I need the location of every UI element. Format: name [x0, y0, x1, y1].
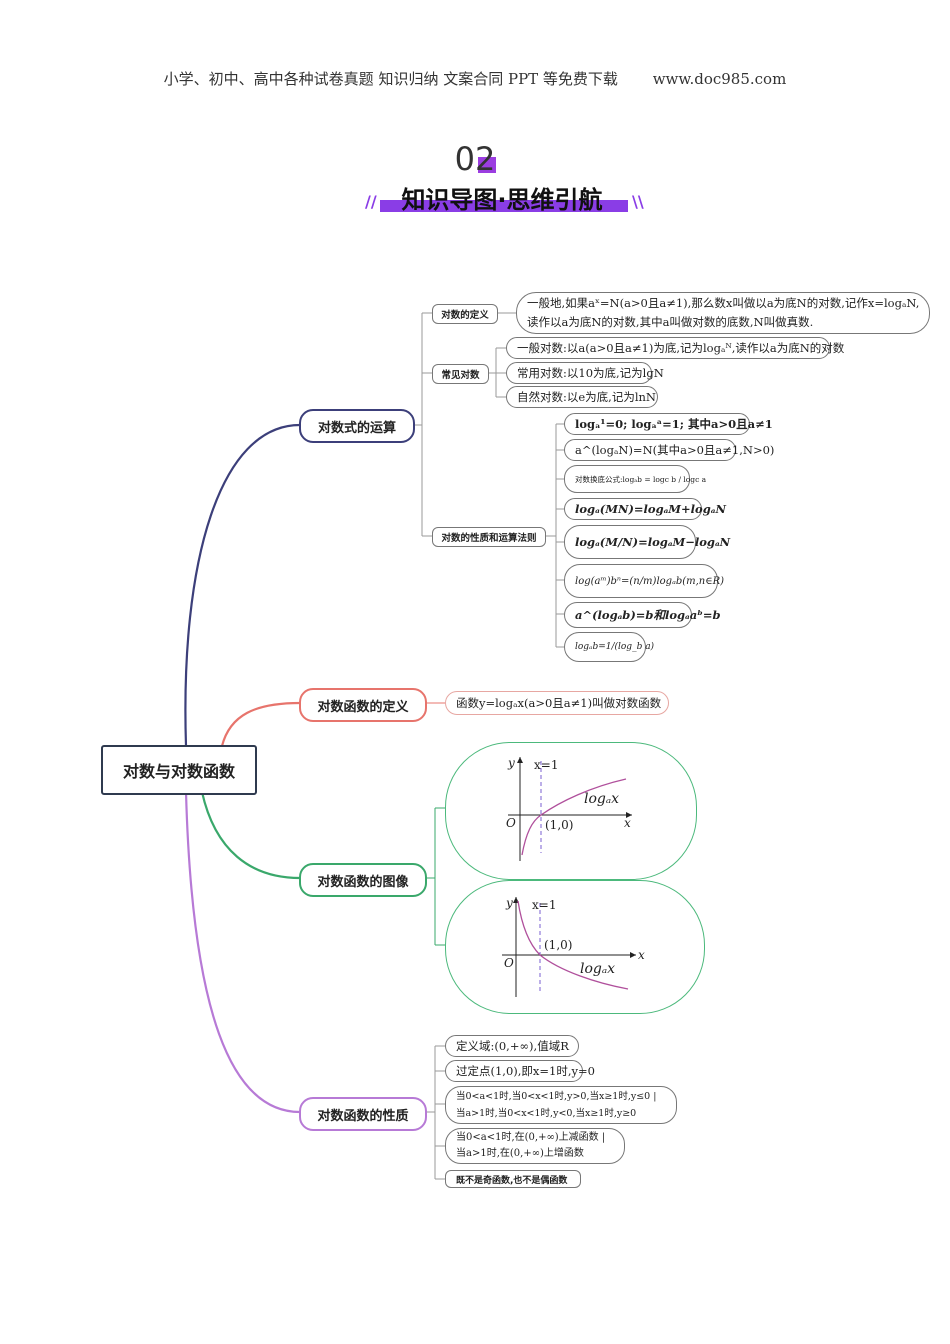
- header-url: www.doc985.com: [652, 70, 787, 88]
- curve-label: logₐx: [580, 961, 615, 977]
- y-label: y: [505, 896, 513, 910]
- curve-log-increasing: [521, 778, 627, 856]
- root-node: 对数与对数函数: [101, 745, 257, 795]
- graph-box-decreasing: y x=1 O (1,0) x logₐx: [445, 880, 705, 1014]
- sub-log-definition: 对数的定义: [432, 304, 498, 324]
- leaf-sign-cases: 当0<a<1时,当0<x<1时,y>0,当x≥1时,y≤0 | 当a>1时,当0…: [445, 1086, 677, 1124]
- curve-log-decreasing: [517, 900, 629, 990]
- leaf-natural-log: 自然对数:以e为底,记为lnN: [506, 386, 658, 408]
- leaf-definition-line1: 一般地,如果aˣ=N(a>0且a≠1),那么数x叫做以a为底N的对数,记作x=l…: [527, 296, 920, 310]
- leaf-rule-3: 对数换底公式:logₐb = logc b / logc a: [564, 465, 706, 493]
- branch-definition: 对数函数的定义: [299, 688, 427, 722]
- connector-root-props: [184, 791, 301, 1114]
- graph-increasing: y x=1 O (1,0) x logₐx: [506, 756, 632, 861]
- props-subtree-lines: [425, 1045, 445, 1180]
- leaf-rule-2: a^(logₐN)=N(其中a>0且a≠1,N>0): [564, 439, 774, 461]
- leaf-domain-range: 定义域:(0,+∞),值域R: [445, 1035, 579, 1057]
- title-slash-left: //: [365, 192, 377, 211]
- title-slash-right: \\: [632, 192, 644, 211]
- x-label: x: [638, 948, 645, 962]
- connector-root-ops: [184, 423, 301, 747]
- leaf-definition: 一般地,如果aˣ=N(a>0且a≠1),那么数x叫做以a为底N的对数,记作x=l…: [516, 292, 930, 334]
- sub-log-rules: 对数的性质和运算法则: [432, 527, 546, 547]
- curve-label: logₐx: [584, 791, 619, 807]
- sub-common-logs: 常见对数: [432, 364, 489, 384]
- leaf-rule-8: logₐb=1/(log_b a): [564, 632, 654, 662]
- x-label: x: [624, 816, 631, 830]
- line-label: x=1: [532, 898, 556, 912]
- leaf-rule-6: log(aᵐ)bⁿ=(n/m)logₐb(m,n∈R): [564, 564, 724, 598]
- section-number-accent: [478, 157, 496, 173]
- origin-label: O: [504, 956, 514, 970]
- header-text: 小学、初中、高中各种试卷真题 知识归纳 文案合同 PPT 等免费下载: [163, 70, 618, 88]
- leaf-general-log: 一般对数:以a(a>0且a≠1)为底,记为logₐᴺ,读作以a为底N的对数: [506, 337, 844, 359]
- leaf-rule-7: a^(logₐb)=b和logₐaᵇ=b: [564, 602, 721, 628]
- title-highlight-bar: [380, 200, 628, 212]
- y-label: y: [507, 756, 515, 770]
- leaf-definition-line2: 读作以a为底N的对数,其中a叫做对数的底数,N叫做真数.: [527, 315, 814, 329]
- origin-label: O: [506, 816, 516, 830]
- line-label: x=1: [534, 758, 558, 772]
- leaf-sign-cases-text: 当0<a<1时,当0<x<1时,y>0,当x≥1时,y≤0 | 当a>1时,当0…: [456, 1091, 657, 1119]
- point-label: (1,0): [544, 938, 572, 952]
- branch-properties: 对数函数的性质: [299, 1097, 427, 1131]
- point-label: (1,0): [545, 818, 573, 832]
- branch-operations: 对数式的运算: [299, 409, 415, 443]
- leaf-monotonicity-text: 当0<a<1时,在(0,+∞)上减函数 | 当a>1时,在(0,+∞)上增函数: [456, 1132, 606, 1159]
- graph-box-increasing: y x=1 O (1,0) x logₐx: [445, 742, 697, 880]
- section-number: 02: [454, 140, 496, 178]
- leaf-monotonicity: 当0<a<1时,在(0,+∞)上减函数 | 当a>1时,在(0,+∞)上增函数: [445, 1128, 625, 1164]
- connector-root-def: [220, 701, 301, 747]
- leaf-fixed-point: 过定点(1,0),即x=1时,y=0: [445, 1060, 595, 1082]
- section-title: 知识导图·思维引航: [401, 186, 603, 214]
- leaf-rule-1: logₐ¹=0; logₐᵃ=1; 其中a>0且a≠1: [564, 413, 773, 435]
- graph-subtree-lines: [425, 807, 445, 946]
- graph-decreasing: y x=1 O (1,0) x logₐx: [502, 896, 645, 997]
- page-header: 小学、初中、高中各种试卷真题 知识归纳 文案合同 PPT 等免费下载 www.d…: [0, 68, 950, 89]
- leaf-rule-4: logₐ(MN)=logₐM+logₐN: [564, 498, 726, 520]
- leaf-common-log: 常用对数:以10为底,记为lgN: [506, 362, 664, 384]
- leaf-parity: 既不是奇函数,也不是偶函数: [445, 1170, 581, 1188]
- branch-graph: 对数函数的图像: [299, 863, 427, 897]
- connector-root-graph: [200, 791, 301, 880]
- leaf-function-definition: 函数y=logₐx(a>0且a≠1)叫做对数函数: [445, 691, 669, 715]
- leaf-rule-5: logₐ(M/N)=logₐM−logₐN: [564, 525, 730, 559]
